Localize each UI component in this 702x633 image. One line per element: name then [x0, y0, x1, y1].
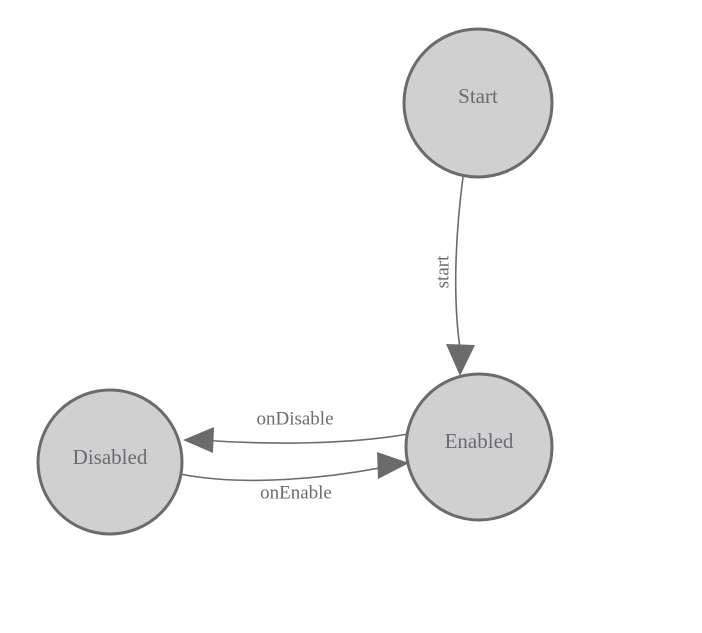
node-enabled[interactable]: Enabled — [404, 372, 554, 522]
edge-enabled-to-disabled-path — [199, 433, 409, 444]
node-enabled-circle — [404, 372, 554, 522]
edge-label-on-disable: onDisable — [256, 408, 333, 429]
edge-start-to-enabled-path — [454, 176, 464, 349]
node-start-label: Start — [458, 84, 498, 108]
node-start-circle — [402, 27, 554, 179]
edge-label-on-enable: onEnable — [260, 482, 332, 503]
node-disabled-label: Disabled — [73, 445, 148, 469]
edge-enabled-to-disabled[interactable] — [183, 427, 409, 453]
edge-disabled-to-enabled-arrowhead-icon — [377, 452, 409, 479]
node-start[interactable]: Start — [402, 27, 554, 179]
node-enabled-label: Enabled — [445, 429, 514, 453]
node-disabled[interactable]: Disabled — [36, 388, 184, 536]
edge-start-to-enabled-arrowhead-icon — [446, 344, 475, 376]
edge-start-to-enabled[interactable] — [446, 176, 475, 376]
edge-disabled-to-enabled-path — [179, 465, 391, 482]
edge-enabled-to-disabled-arrowhead-icon — [183, 427, 214, 453]
edge-label-start: start — [432, 255, 453, 288]
node-disabled-circle — [36, 388, 184, 536]
edge-disabled-to-enabled[interactable] — [179, 452, 409, 482]
